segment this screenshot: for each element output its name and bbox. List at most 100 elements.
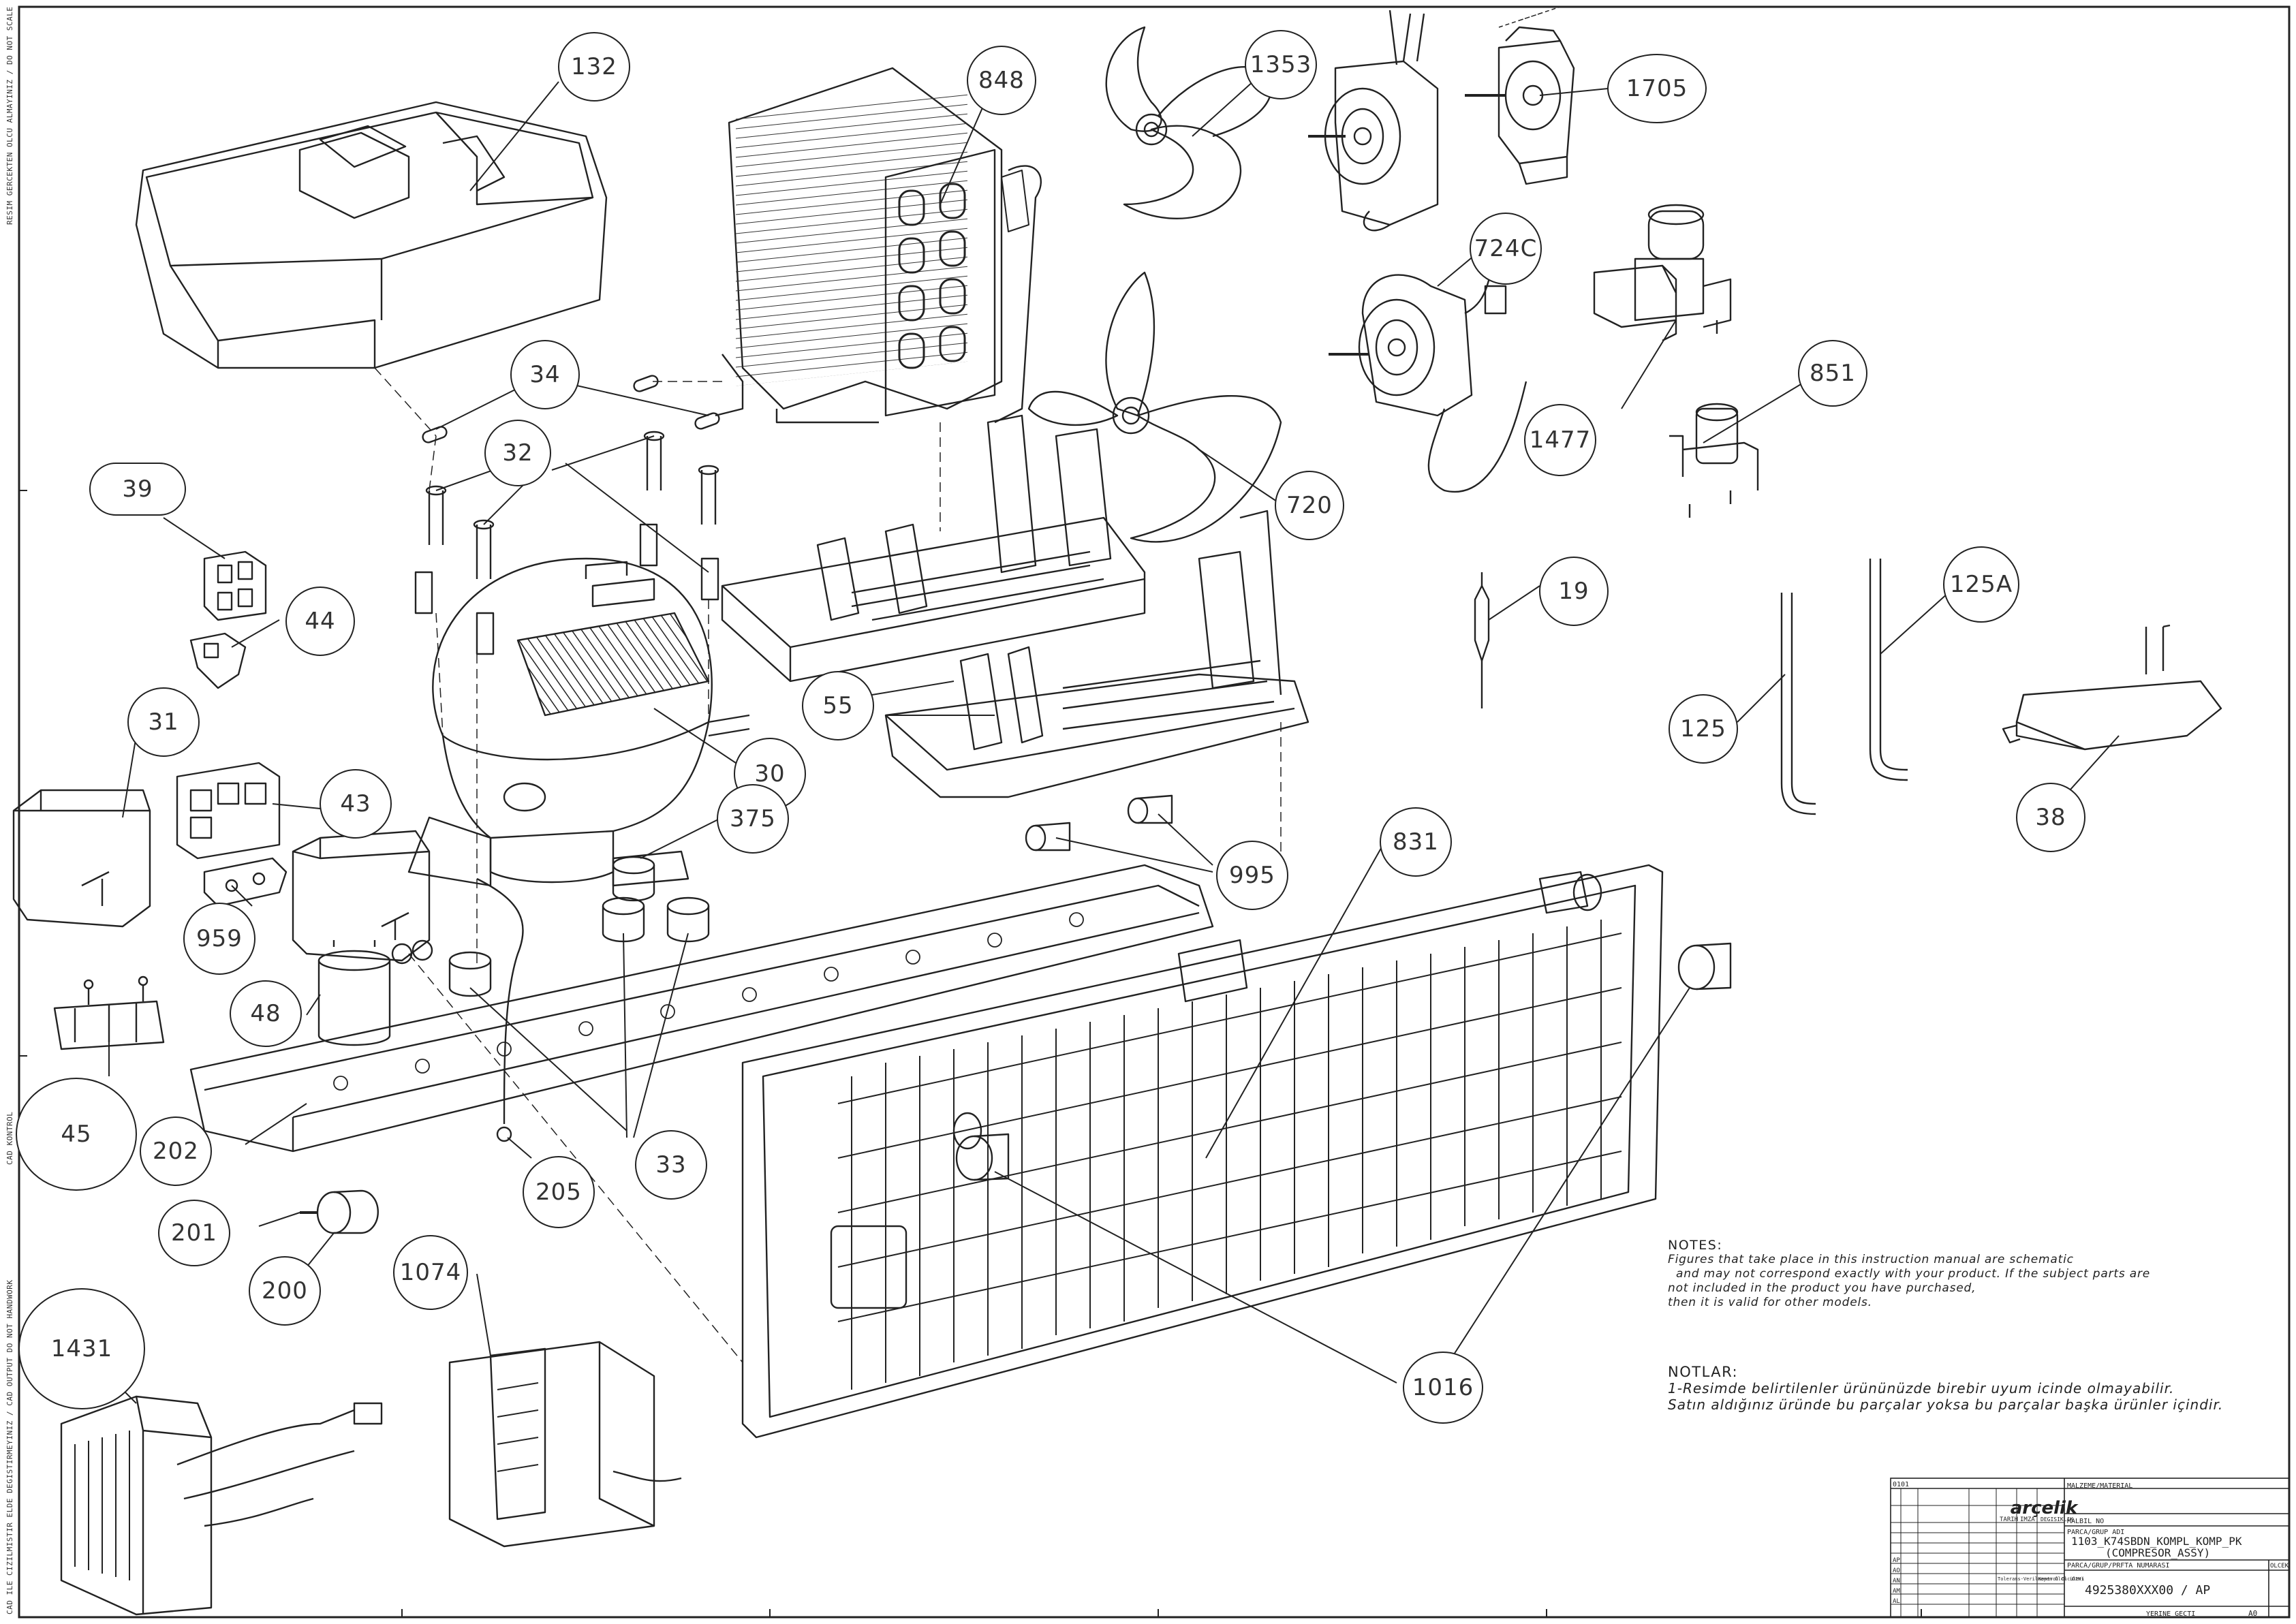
notes-line: Figures that take place in this instruct… <box>1668 1253 2074 1266</box>
part-34-washers <box>422 375 720 443</box>
callout-848-label: 848 <box>978 67 1025 94</box>
callout-959-circle <box>183 903 255 975</box>
callout-19-label: 19 <box>1558 578 1589 605</box>
callout-720-label: 720 <box>1286 492 1333 519</box>
callout-39-capsule <box>89 463 186 516</box>
callout-1353-label: 1353 <box>1250 51 1312 78</box>
callout-201-label: 201 <box>171 1219 217 1247</box>
part-202-bracket <box>189 864 1214 1153</box>
part-831-condenser-panel <box>741 864 1664 1439</box>
part-55-base-bottom <box>884 510 1309 798</box>
part-43-relay <box>176 762 281 860</box>
rev-ap: AP <box>1893 1557 1900 1564</box>
material-label: MALZEME/MATERIAL <box>2067 1482 2132 1490</box>
part-name-2: (COMPRESOR_ASSY) <box>2105 1546 2210 1559</box>
notes-line: and may not correspond exactly with your… <box>1676 1267 2150 1281</box>
callout-831-label: 831 <box>1393 828 1439 856</box>
callout-200-label: 200 <box>262 1277 308 1305</box>
part-30-compressor <box>407 557 750 887</box>
part-1016-fittings <box>955 942 1732 1181</box>
col-change: DEGISIKLIK <box>2041 1516 2073 1522</box>
title-block-tmp: 0101 <box>1893 1481 1909 1488</box>
notes-line: then it is valid for other models. <box>1668 1296 1872 1309</box>
side-text-top: RESIM GERCEKTEN OLCU ALMAYINIZ / DO NOT … <box>5 6 14 225</box>
callout-205-circle <box>523 1156 595 1228</box>
part-125-tube <box>1780 593 1816 815</box>
callout-33-label: 33 <box>655 1151 686 1178</box>
callout-34-label: 34 <box>529 361 560 388</box>
part-1353-fan-motor <box>1308 10 1439 232</box>
callout-205-label: 205 <box>536 1178 582 1206</box>
callout-831-circle <box>1380 807 1452 877</box>
part-32-bolts <box>414 431 719 655</box>
col-date: TARIH <box>2000 1516 2018 1523</box>
callout-1705-label: 1705 <box>1626 75 1688 102</box>
notlar-heading: NOTLAR: <box>1668 1364 1739 1380</box>
part-851-damper <box>1669 403 1759 518</box>
callout-55-label: 55 <box>822 692 853 719</box>
part-205-wire <box>476 877 524 1142</box>
sheet-border <box>18 5 2291 1619</box>
callout-19-circle <box>1539 557 1609 626</box>
part-48-capacitor <box>317 939 433 1046</box>
callout-202-label: 202 <box>153 1138 199 1165</box>
callout-132-label: 132 <box>571 53 617 80</box>
sheet-label: YERINE GECTI <box>2146 1610 2195 1618</box>
leader-lines <box>95 74 2120 1404</box>
part-132-tray <box>135 101 608 369</box>
callout-38-circle <box>2016 783 2085 852</box>
callout-45-circle <box>16 1078 137 1191</box>
callout-995-label: 995 <box>1229 862 1275 889</box>
part-55-base-top <box>721 414 1146 683</box>
tolerance-note: Tolerans-Verilmeyen Olcu (DIN) <box>1998 1576 2083 1582</box>
part-724c-motor <box>1329 258 1527 493</box>
part-959-connector <box>203 857 288 907</box>
part-375-grommet <box>612 856 655 902</box>
callout-55-circle <box>802 671 874 740</box>
callout-724c-circle <box>1470 213 1542 285</box>
part-1705-motor <box>1465 6 1575 185</box>
part-39-relay <box>203 550 267 621</box>
notlar-line: Satın aldığınız üründe bu parçalar yoksa… <box>1668 1396 2224 1413</box>
callout-32-circle <box>484 420 551 486</box>
callout-38-label: 38 <box>2035 804 2066 831</box>
sheet-size: A0 <box>2248 1609 2257 1618</box>
callout-1477-circle <box>1524 404 1596 476</box>
rev-am: AM <box>1893 1588 1900 1595</box>
callout-202-circle <box>140 1116 212 1186</box>
title-block <box>1890 1478 2290 1618</box>
part-1431-board <box>60 1395 383 1616</box>
part-45-bracket <box>53 975 165 1050</box>
callout-48-label: 48 <box>250 1000 281 1027</box>
part-720-fan-blade <box>1027 271 1282 543</box>
callout-200-circle <box>249 1256 321 1326</box>
callout-1705-circle <box>1607 54 1707 123</box>
notes-line: not included in the product you have pur… <box>1668 1281 1976 1295</box>
rev-al: AL <box>1893 1598 1900 1605</box>
callout-125a-label: 125A <box>1950 571 2013 598</box>
callout-201-circle <box>158 1200 230 1266</box>
callout-125-circle <box>1669 694 1738 764</box>
brand-logo: arçelik <box>2011 1498 2079 1518</box>
callout-31-label: 31 <box>148 708 179 736</box>
callout-1477-label: 1477 <box>1530 426 1592 454</box>
callout-848-circle <box>967 46 1036 115</box>
callout-45-label: 45 <box>61 1121 91 1148</box>
callout-34-circle <box>510 340 580 409</box>
callout-44-circle <box>285 587 355 656</box>
callout-1431-circle <box>18 1288 145 1409</box>
part-ptc-box <box>292 830 431 962</box>
part-44-clip <box>189 632 247 689</box>
callout-39-label: 39 <box>122 475 153 503</box>
callout-1353-circle <box>1245 30 1317 99</box>
notes-block: NOTES: Figures that take place in this i… <box>1668 1238 2281 1310</box>
part-name: 1103_K74SBDN_KOMPL_KOMP_PK <box>2071 1535 2242 1548</box>
part-38-plug <box>2002 624 2222 751</box>
part-1074-module <box>448 1341 682 1548</box>
callout-959-label: 959 <box>196 925 243 952</box>
callout-48-circle <box>230 980 302 1047</box>
part-label: PARCA/GRUP ADI <box>2067 1529 2124 1536</box>
scale-label: OLCEK <box>2270 1563 2289 1570</box>
callout-32-label: 32 <box>502 439 533 467</box>
